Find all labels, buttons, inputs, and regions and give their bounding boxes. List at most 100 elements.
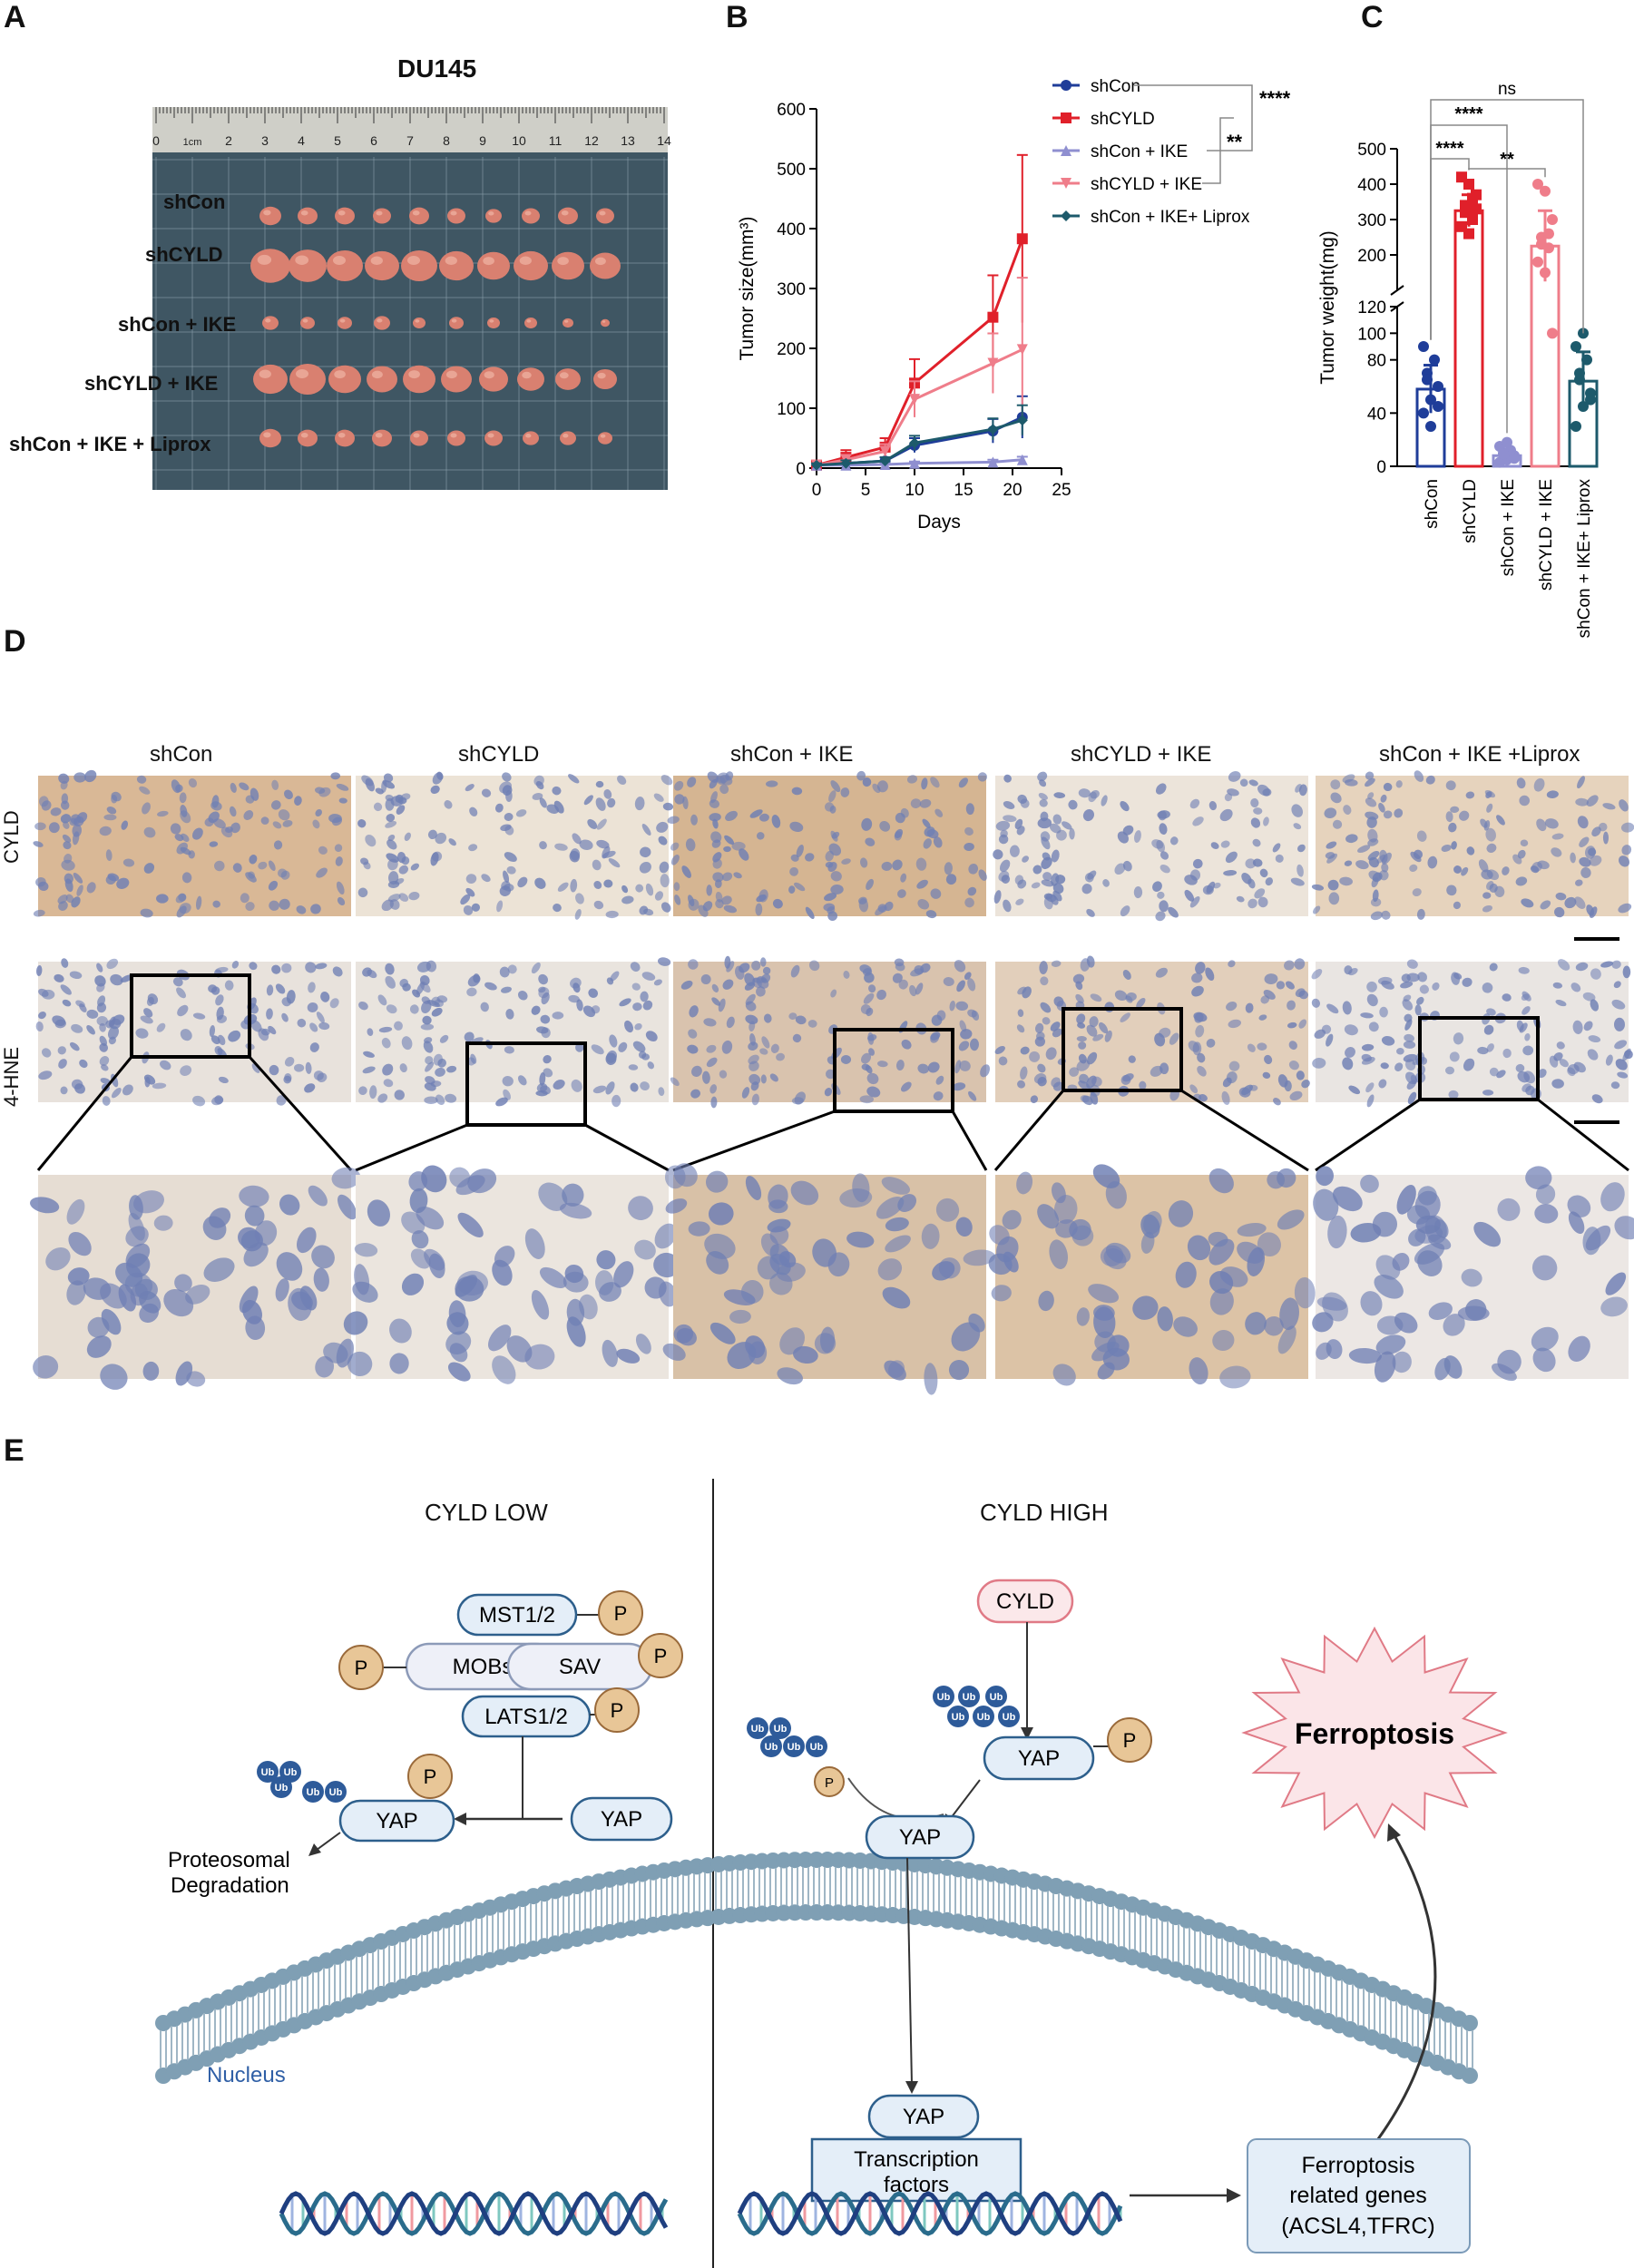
cell-nucleus [793,1345,818,1364]
ubiquitin-icon [760,1735,782,1757]
cell-nucleus [389,1318,412,1344]
cell-nucleus [763,1013,772,1023]
cell-nucleus [67,1267,90,1286]
cell-nucleus [73,872,83,884]
cell-nucleus [96,963,103,973]
cell-nucleus [1264,1315,1284,1336]
cell-nucleus [1587,1049,1599,1061]
cell-nucleus [268,1025,277,1035]
cell-nucleus [1259,868,1268,878]
cell-nucleus [1248,1084,1258,1091]
cell-nucleus [1037,1204,1060,1229]
cell-nucleus [731,841,746,851]
cell-nucleus [1466,846,1475,855]
cell-nucleus [1294,958,1306,970]
cell-nucleus [703,1018,717,1027]
cell-nucleus [759,1048,768,1055]
cell-nucleus [1403,1041,1416,1049]
cell-nucleus [702,901,713,912]
cell-nucleus [630,962,641,972]
cell-nucleus [336,783,349,791]
ihc-cyld-image [1311,770,1634,921]
cell-nucleus [153,1215,173,1231]
cell-nucleus [1276,981,1286,990]
cell-nucleus [998,1056,1008,1066]
cell-nucleus [426,960,437,973]
cell-nucleus [951,1322,981,1352]
cell-nucleus [554,843,568,851]
cell-nucleus [909,984,917,997]
cell-nucleus [1515,1063,1525,1072]
cell-nucleus [1191,985,1204,997]
data-point [1016,415,1028,426]
data-point [840,457,852,469]
cell-nucleus [334,844,343,853]
zoom-line [248,1055,353,1172]
cell-nucleus [308,982,316,993]
cell-nucleus [386,814,396,822]
cell-nucleus [744,982,756,991]
ubiquitin-label: Ub [990,1692,1003,1703]
cell-nucleus [935,1075,944,1085]
cell-nucleus [894,958,905,967]
tumor-highlight [302,318,308,323]
ruler-number: 5 [334,133,341,148]
data-point [1532,179,1543,190]
cell-nucleus [719,784,729,795]
cell-nucleus [701,1070,710,1084]
cell-nucleus [134,1278,158,1300]
cell-nucleus [281,963,292,973]
cell-nucleus [1465,791,1475,799]
data-point [879,445,891,457]
cell-nucleus [568,774,580,784]
arrow-head [308,1843,321,1856]
tumor [372,429,392,447]
cell-nucleus [1143,1211,1162,1235]
cell-nucleus [1301,1080,1310,1089]
arrow-line [947,1779,981,1823]
ihc-zoom-image [1312,1166,1634,1383]
cell-nucleus [430,785,440,795]
cell-nucleus [755,903,763,916]
data-point [1061,112,1071,123]
cell-nucleus [531,1290,550,1320]
cell-nucleus [1615,1059,1628,1070]
cell-nucleus [685,838,696,852]
cell-nucleus [1017,1080,1026,1089]
cell-nucleus [1413,849,1424,859]
data-point [987,357,999,369]
cell-nucleus [993,890,1002,904]
cell-nucleus [1375,1334,1406,1355]
cell-nucleus [596,1250,616,1270]
cell-nucleus [1533,777,1545,792]
cell-nucleus [517,990,528,1001]
cell-nucleus [1443,1314,1465,1336]
cell-nucleus [706,1057,718,1068]
cell-nucleus [759,957,767,967]
cell-nucleus [708,1202,734,1226]
cell-nucleus [1583,1021,1593,1031]
cell-nucleus [318,1022,330,1031]
cell-nucleus [96,1016,108,1026]
cell-nucleus [714,879,722,889]
cell-nucleus [919,798,932,808]
cell-nucleus [1275,854,1284,863]
cell-nucleus [1311,968,1323,980]
tumor [253,364,288,395]
cell-nucleus [654,891,664,901]
cell-nucleus [967,886,977,896]
cell-nucleus [275,1278,289,1302]
cell-nucleus [1551,1079,1564,1089]
cell-nucleus [1489,1067,1499,1077]
cell-nucleus [1622,965,1631,979]
cell-nucleus [1038,1290,1054,1312]
legend-label: shCYLD + IKE [1091,175,1202,194]
cell-nucleus [788,1012,797,1020]
cell-nucleus [617,775,627,785]
cell-nucleus [60,984,72,995]
cell-nucleus [575,1042,584,1052]
cyld-node [976,1579,1074,1624]
phospho-yap-right [1107,1717,1152,1763]
cell-nucleus [1122,825,1134,836]
legend-label: shCon + IKE [1091,142,1188,161]
